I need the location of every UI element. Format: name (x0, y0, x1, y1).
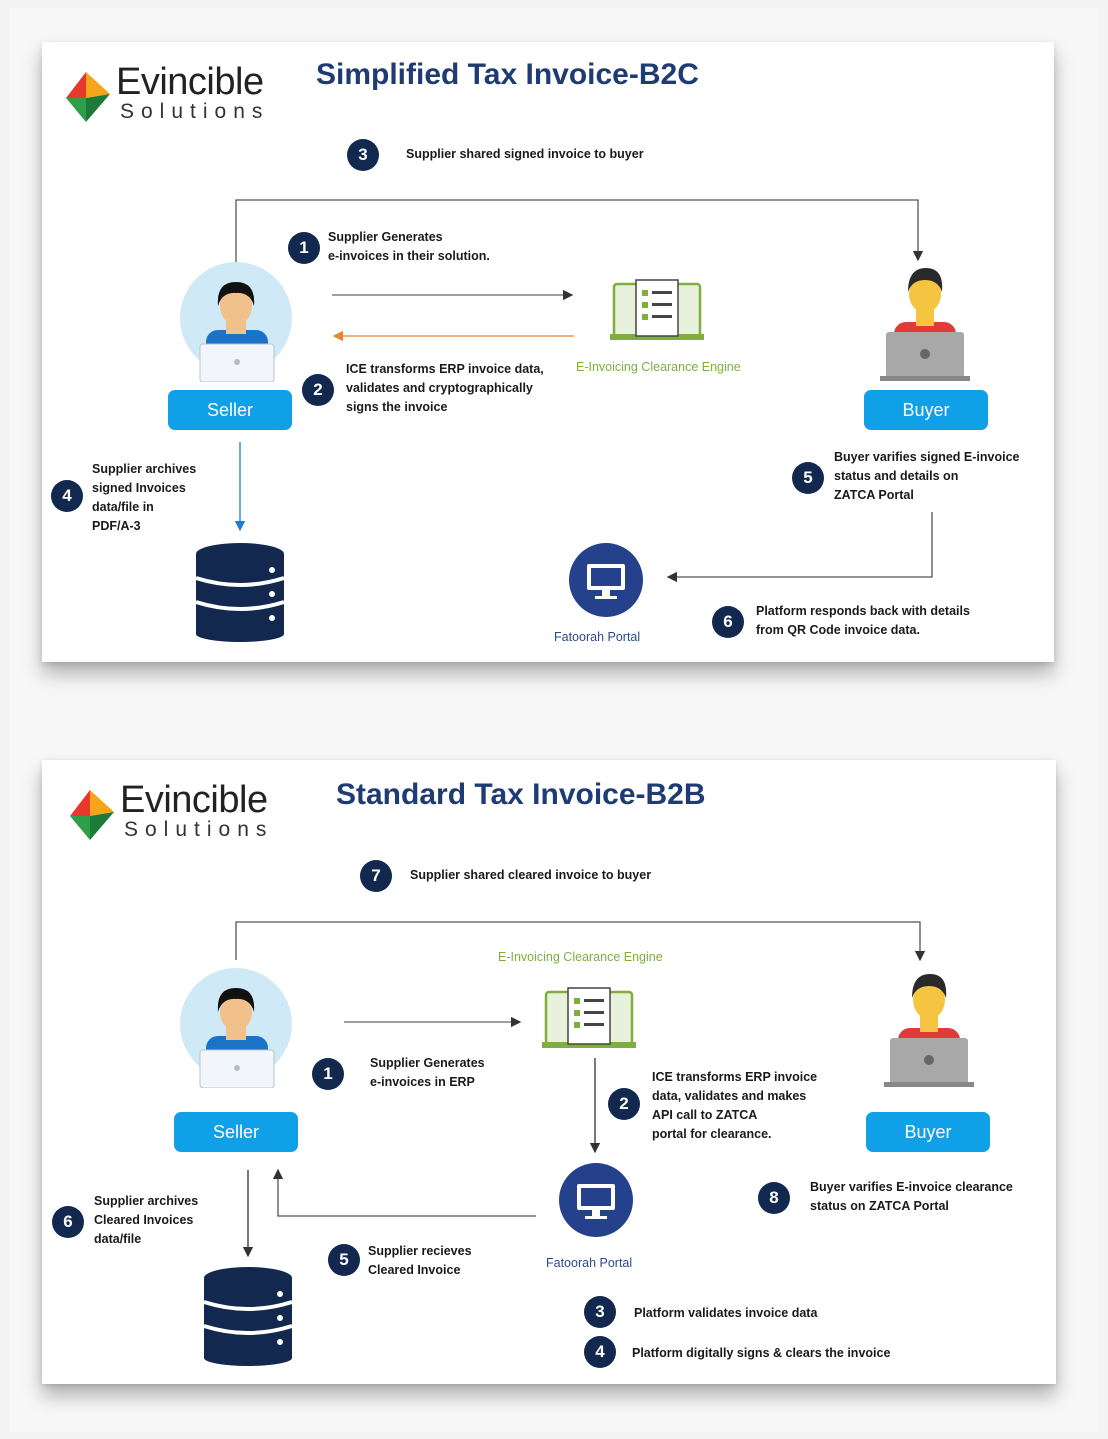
b2c-panel: Evincible Solutions Simplified Tax Invoi… (42, 42, 1054, 662)
b2b-panel: Evincible Solutions Standard Tax Invoice… (42, 760, 1056, 1384)
b2c-title: Simplified Tax Invoice-B2C (316, 58, 699, 91)
logo-brand-name: Evincible (120, 779, 268, 821)
b2c-seller-icon (180, 262, 292, 382)
b2c-step-2-text: ICE transforms ERP invoice data,validate… (346, 362, 544, 414)
b2c-buyer-to-portal-line (666, 512, 933, 583)
b2c-connectors (234, 199, 933, 583)
logo-tagline: Solutions (124, 818, 274, 841)
b2c-buyer-icon (880, 268, 970, 381)
b2c-step-4-badge: 4 (51, 480, 83, 512)
logo-brand-name: Evincible (116, 61, 264, 103)
b2b-step-7-badge: 7 (360, 860, 392, 892)
b2b-engine-icon (542, 987, 636, 1048)
company-logo: Evincible Solutions (68, 778, 298, 848)
b2b-connectors (235, 921, 926, 1258)
b2c-engine-label: E-Invoicing Clearance Engine (576, 360, 741, 374)
b2b-engine-label: E-Invoicing Clearance Engine (498, 950, 663, 964)
b2b-portal-label: Fatoorah Portal (546, 1256, 633, 1270)
b2c-seller-button[interactable]: Seller (168, 390, 292, 430)
b2b-seller-button[interactable]: Seller (174, 1112, 298, 1152)
b2b-step-3-text: Platform validates invoice data (634, 1306, 818, 1320)
b2b-seller-to-buyer-line (235, 921, 926, 962)
b2b-step-5-badge: 5 (328, 1244, 360, 1276)
b2c-seller-to-buyer-line (235, 199, 924, 262)
b2c-archive-database-icon (195, 543, 285, 642)
b2b-portal-to-seller-line (272, 1168, 536, 1217)
b2b-buyer-button[interactable]: Buyer (866, 1112, 990, 1152)
logo-mark-icon (70, 790, 114, 840)
company-logo: Evincible Solutions (64, 60, 294, 130)
b2b-step-1-badge: 1 (312, 1058, 344, 1090)
b2b-step-2-badge: 2 (608, 1088, 640, 1120)
b2b-step-4-badge: 4 (584, 1336, 616, 1368)
b2c-step-6-badge: 6 (712, 606, 744, 638)
b2c-buyer-button[interactable]: Buyer (864, 390, 988, 430)
logo-tagline: Solutions (120, 100, 270, 123)
b2c-step-2-badge: 2 (302, 374, 334, 406)
b2c-engine-icon (610, 279, 704, 340)
b2b-step-6-badge: 6 (52, 1206, 84, 1238)
b2c-step-3-text: Supplier shared signed invoice to buyer (406, 147, 644, 161)
b2c-step-1-badge: 1 (288, 232, 320, 264)
b2b-buyer-icon (884, 974, 974, 1087)
logo-mark-icon (66, 72, 110, 122)
b2c-step-5-badge: 5 (792, 462, 824, 494)
b2c-portal-icon (569, 543, 643, 617)
b2c-portal-label: Fatoorah Portal (554, 630, 641, 644)
b2b-title: Standard Tax Invoice-B2B (336, 778, 706, 811)
b2b-step-3-badge: 3 (584, 1296, 616, 1328)
b2b-step-4-text: Platform digitally signs & clears the in… (632, 1346, 891, 1360)
b2b-archive-database-icon (203, 1267, 293, 1366)
b2b-seller-icon (180, 968, 292, 1088)
b2b-portal-icon (559, 1163, 633, 1237)
b2b-step-8-badge: 8 (758, 1182, 790, 1214)
b2c-step-3-badge: 3 (347, 139, 379, 171)
b2b-step-7-text: Supplier shared cleared invoice to buyer (410, 868, 652, 882)
